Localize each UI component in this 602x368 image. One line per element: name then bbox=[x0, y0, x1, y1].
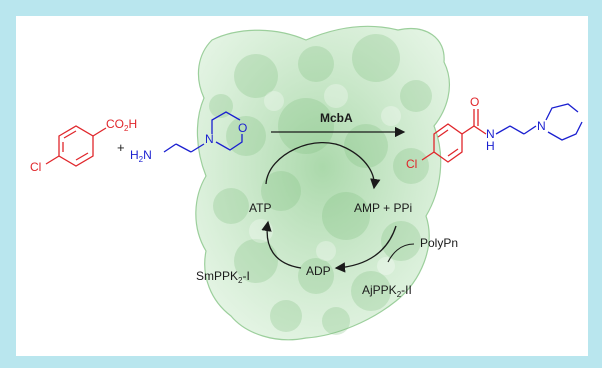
atp-to-amp-arrow bbox=[265, 142, 381, 190]
amide-product bbox=[421, 103, 583, 163]
ajppk-label: AjPPK2-II bbox=[362, 283, 412, 299]
product-o-label: O bbox=[470, 95, 479, 109]
plus-sign: + bbox=[117, 140, 125, 155]
atp-label: ATP bbox=[249, 201, 271, 215]
ring-o-label: O bbox=[238, 121, 247, 135]
polypn-label: PolyPn bbox=[420, 236, 458, 250]
figure-panel: Cl CO2H + H2N N O McbA O bbox=[16, 16, 588, 356]
amp-ppi-label: AMP + PPi bbox=[354, 201, 412, 215]
amine-h2n-label: H2N bbox=[130, 148, 152, 164]
product-ring-n-label: N bbox=[537, 119, 546, 133]
adp-to-atp-arrow bbox=[261, 220, 302, 269]
reaction-scheme: Cl CO2H + H2N N O McbA O bbox=[30, 25, 583, 341]
smppk-label: SmPPK2-I bbox=[196, 269, 250, 285]
product-amide-n-label: N bbox=[486, 127, 495, 141]
acid-co-label: CO2H bbox=[106, 117, 137, 133]
adp-label: ADP bbox=[306, 264, 331, 278]
acid-cl-label: Cl bbox=[30, 160, 41, 174]
morpholine-amine bbox=[163, 111, 243, 153]
polypn-arrow bbox=[387, 243, 415, 263]
protein-surface bbox=[195, 25, 451, 341]
amp-to-adp-arrow bbox=[334, 225, 397, 273]
product-amide-h-label: H bbox=[486, 139, 495, 153]
chlorobenzoic-acid bbox=[45, 125, 107, 167]
ring-n-label: N bbox=[205, 132, 214, 146]
product-cl-label: Cl bbox=[406, 157, 417, 171]
enzyme-label: McbA bbox=[320, 111, 353, 125]
